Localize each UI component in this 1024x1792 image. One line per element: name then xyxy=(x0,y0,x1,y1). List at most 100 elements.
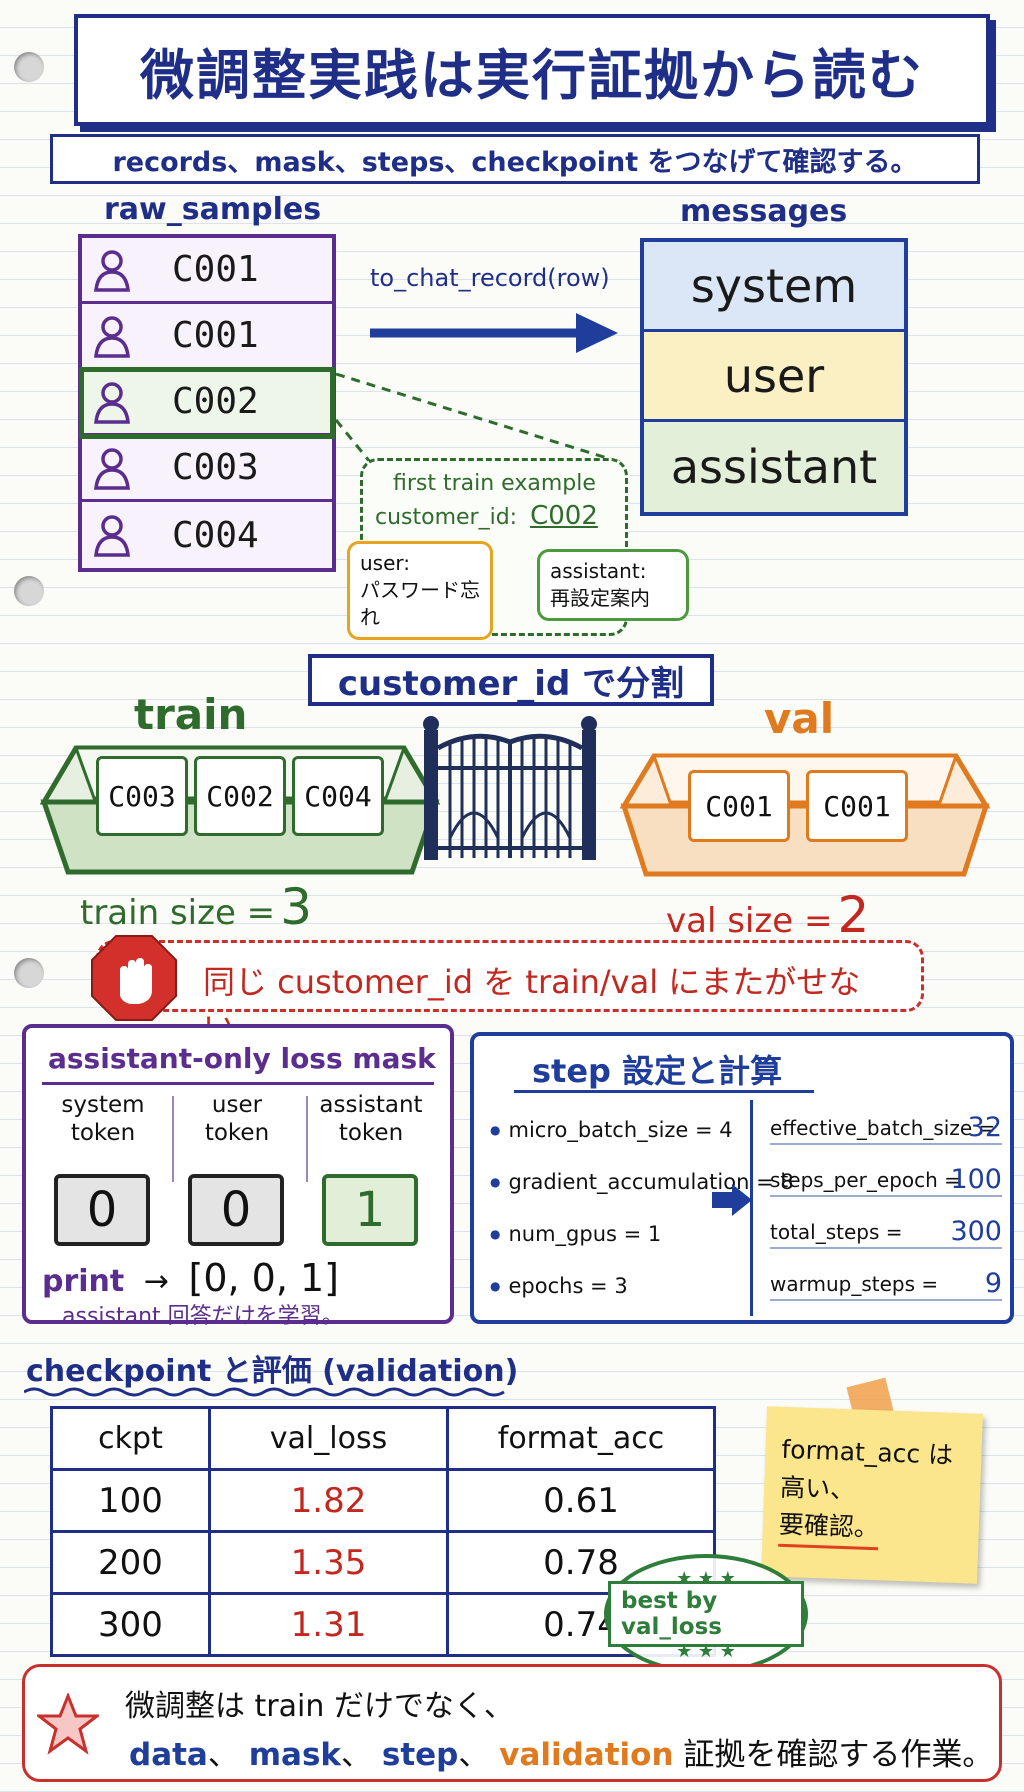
stamp-label: best by val_loss xyxy=(608,1581,804,1647)
summary-step: step xyxy=(381,1737,459,1773)
step-output: effective_batch_size =32 xyxy=(770,1112,1002,1145)
mask-note: assistant 回答だけを学習。 xyxy=(62,1304,344,1329)
token-kind: token xyxy=(70,1119,136,1146)
step-input: micro_batch_size = 4 xyxy=(490,1118,732,1142)
gate-icon xyxy=(423,716,597,860)
customer-id: C002 xyxy=(172,381,259,422)
customer-id: C004 xyxy=(172,514,259,556)
message-role-system: system xyxy=(644,242,904,332)
raw-sample-row: C002 xyxy=(79,367,335,439)
step-output-label: steps_per_epoch = xyxy=(770,1168,961,1192)
val-tray xyxy=(620,753,990,877)
print-value: [0, 0, 1] xyxy=(188,1256,340,1300)
train-size-value: 3 xyxy=(280,878,313,936)
mask-title-underline xyxy=(42,1082,434,1085)
summary-box: 微調整は train だけでなく、 data、 mask、 step、 vali… xyxy=(22,1664,1002,1782)
message-role-assistant: assistant xyxy=(644,422,904,512)
messages-label: messages xyxy=(680,194,848,229)
train-card: C002 xyxy=(194,756,286,836)
token-name: user xyxy=(211,1092,263,1118)
val-loss-cell: 1.31 xyxy=(208,1592,449,1657)
ckpt-cell: 100 xyxy=(50,1468,211,1533)
first-train-example-callout: first train example customer_id: C002 us… xyxy=(347,458,689,640)
customer-id: C001 xyxy=(172,249,259,290)
sticky-line2: 高い、 xyxy=(779,1472,856,1504)
print-line: print → [0, 0, 1] xyxy=(42,1256,339,1300)
warning-box: 同じ customer_id を train/val にまたがせない。 xyxy=(96,940,924,1047)
step-input: gradient_accumulation = 8 xyxy=(490,1170,793,1194)
split-label: customer_id で分割 xyxy=(308,654,714,706)
step-output-label: total_steps = xyxy=(770,1220,903,1244)
star-icon xyxy=(37,1693,99,1755)
user-bubble-role: user: xyxy=(360,551,411,575)
mask-divider xyxy=(306,1096,308,1182)
callout-connector xyxy=(334,372,621,464)
raw-sample-row: C001 xyxy=(82,238,332,304)
callout-customer-id-value: C002 xyxy=(530,501,598,531)
train-title: train xyxy=(134,690,248,739)
train-card: C003 xyxy=(96,756,188,836)
step-input: epochs = 3 xyxy=(490,1274,627,1298)
step-output-value: 300 xyxy=(950,1216,1002,1247)
wavy-underline xyxy=(24,1387,505,1397)
message-role-user: user xyxy=(644,332,904,422)
val-size-value: 2 xyxy=(837,886,870,944)
step-output-label: warmup_steps = xyxy=(770,1272,939,1296)
val-size: val size = 2 xyxy=(666,886,869,944)
assistant-bubble: assistant: 再設定案内 xyxy=(537,549,689,621)
assistant-bubble-text: 再設定案内 xyxy=(550,586,650,610)
person-icon xyxy=(82,380,142,424)
step-output-label: effective_batch_size = xyxy=(770,1116,996,1140)
step-input: num_gpus = 1 xyxy=(490,1222,661,1246)
binder-hole xyxy=(14,958,44,988)
table-header-row: ckpt val_loss format_acc xyxy=(50,1406,716,1471)
person-icon xyxy=(82,248,142,292)
step-output-value: 32 xyxy=(967,1112,1002,1143)
token-kind: token xyxy=(338,1119,404,1146)
table-header-val-loss: val_loss xyxy=(208,1406,449,1471)
checkpoint-title: checkpoint と評価 (validation) xyxy=(26,1354,519,1389)
callout-line1: first train example xyxy=(393,471,596,496)
right-arrow-icon xyxy=(370,313,618,353)
ckpt-cell: 300 xyxy=(50,1592,211,1657)
binder-hole xyxy=(14,576,44,606)
page-title: 微調整実践は実行証拠から読む xyxy=(74,14,990,126)
sticky-note: format_acc は 高い、 要確認。 xyxy=(761,1406,983,1584)
binder-hole xyxy=(14,52,44,82)
raw-sample-row: C001 xyxy=(82,304,332,370)
callout-customer-id-label: customer_id: xyxy=(375,505,518,530)
customer-id: C003 xyxy=(172,447,259,488)
step-output: total_steps = 300 xyxy=(770,1216,1002,1249)
step-output: steps_per_epoch =100 xyxy=(770,1164,1002,1197)
print-label: print xyxy=(42,1264,125,1299)
summary-data: data xyxy=(129,1737,208,1773)
stop-hand-icon xyxy=(91,935,177,1021)
train-card: C004 xyxy=(292,756,384,836)
warning-text: 同じ customer_id を train/val にまたがせない。 xyxy=(203,963,861,1047)
val-title: val xyxy=(764,694,835,743)
summary-line1: 微調整は train だけでなく、 xyxy=(125,1689,514,1724)
assistant-bubble-role: assistant: xyxy=(550,559,647,583)
ckpt-cell: 200 xyxy=(50,1530,211,1595)
mask-divider xyxy=(172,1096,174,1182)
customer-id: C001 xyxy=(172,315,259,356)
summary-sep: 、 xyxy=(458,1737,490,1773)
mask-value-box: 1 xyxy=(322,1174,418,1246)
sticky-line1: format_acc は xyxy=(781,1434,954,1470)
val-loss-cell: 1.82 xyxy=(208,1468,449,1533)
user-bubble: user: パスワード忘れ xyxy=(347,541,493,640)
summary-line2: data、 mask、 step、 validation 証拠を確認する作業。 xyxy=(129,1729,993,1774)
step-output: warmup_steps =9 xyxy=(770,1268,1002,1301)
to-chat-record-label: to_chat_record(row) xyxy=(370,264,610,292)
summary-validation: validation xyxy=(499,1737,674,1773)
raw-sample-row: C003 xyxy=(82,436,332,502)
mask-value-box: 0 xyxy=(54,1174,150,1246)
person-icon xyxy=(82,446,142,490)
